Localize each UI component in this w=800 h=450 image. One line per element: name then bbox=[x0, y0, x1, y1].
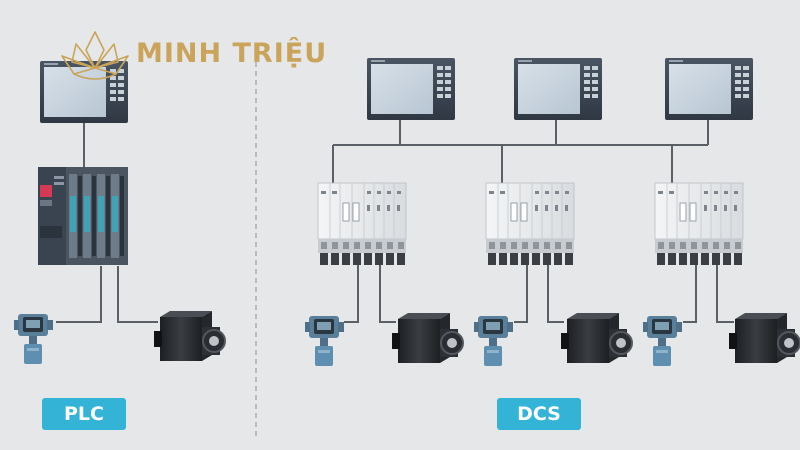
dcs-hmi-panel-3 bbox=[665, 58, 753, 120]
brand-logo: MINH TRIỆU bbox=[58, 28, 328, 86]
dcs-servo-motor-3 bbox=[728, 312, 800, 364]
dcs-label: DCS bbox=[497, 398, 581, 430]
dcs-field-transmitter-1 bbox=[305, 316, 344, 366]
plc-servo-motor bbox=[153, 310, 226, 362]
dcs-servo-motor-2 bbox=[560, 312, 633, 364]
plc-label: PLC bbox=[42, 398, 126, 430]
lotus-logo-icon bbox=[61, 31, 129, 80]
plc-field-transmitter bbox=[14, 314, 53, 364]
dcs-controller-3 bbox=[654, 182, 744, 266]
plc-controller bbox=[38, 167, 128, 265]
dcs-network-wiring bbox=[332, 120, 734, 323]
dcs-field-transmitter-3 bbox=[643, 316, 682, 366]
dcs-system bbox=[305, 58, 800, 366]
dcs-servo-motor-1 bbox=[391, 312, 464, 364]
dcs-controller-2 bbox=[485, 182, 575, 266]
dcs-field-transmitter-2 bbox=[474, 316, 513, 366]
plc-system bbox=[14, 61, 226, 364]
plc-wiring bbox=[56, 123, 158, 323]
brand-name: MINH TRIỆU bbox=[136, 38, 328, 69]
dcs-hmi-panel-1 bbox=[367, 58, 455, 120]
dcs-controller-1 bbox=[317, 182, 407, 266]
dcs-hmi-panel-2 bbox=[514, 58, 602, 120]
